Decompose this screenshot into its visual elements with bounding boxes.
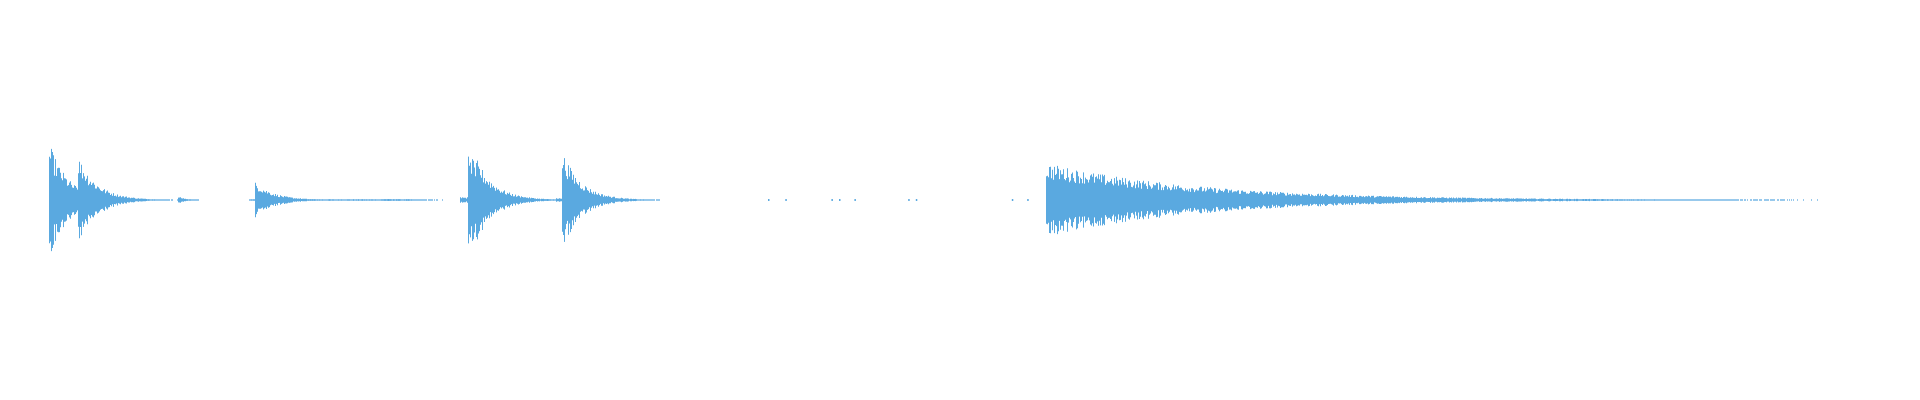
waveform-dot — [1011, 199, 1014, 201]
waveform-dot — [839, 199, 841, 201]
waveform-dot — [1223, 199, 1225, 201]
waveform-dot — [1418, 199, 1421, 201]
waveform-dot — [915, 199, 918, 201]
waveform-dot — [854, 199, 856, 201]
waveform-dot — [831, 199, 833, 201]
waveform-path — [49, 148, 1818, 252]
waveform-dot — [908, 199, 910, 201]
waveform-dot — [1027, 199, 1029, 201]
waveform-dot — [768, 199, 770, 201]
waveform-dot — [785, 199, 787, 201]
waveform-samples — [49, 148, 1818, 252]
